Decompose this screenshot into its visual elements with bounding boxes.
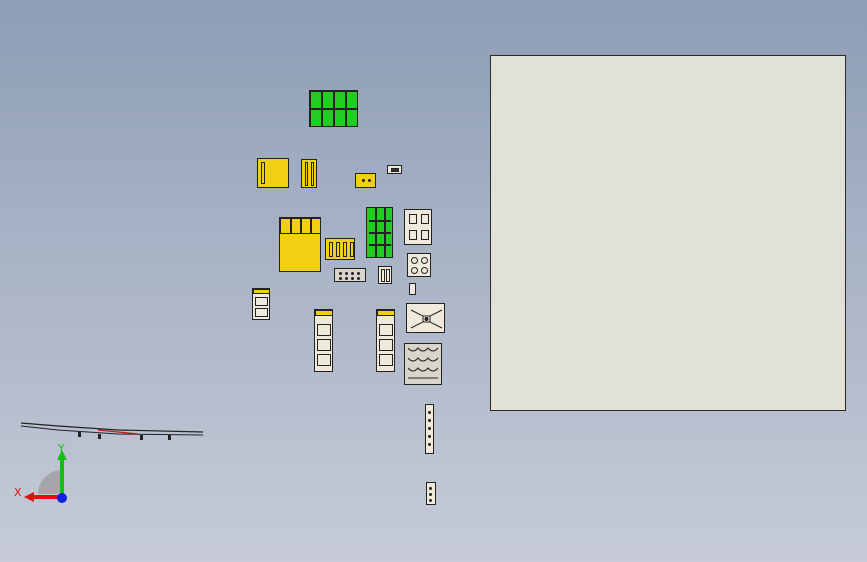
drawing-sheet[interactable] [490, 55, 846, 411]
yellow-slotted-block[interactable] [301, 159, 317, 188]
cross-plate[interactable] [406, 303, 445, 333]
cream-block-holes[interactable] [407, 253, 431, 277]
cream-column-left[interactable] [314, 309, 333, 372]
small-grid-part[interactable] [378, 266, 392, 284]
yellow-comb-part[interactable] [325, 238, 355, 260]
cream-block-left[interactable] [252, 288, 270, 320]
cream-block-upper[interactable] [404, 209, 432, 245]
triad-x-label: X [14, 486, 22, 499]
yellow-small-block[interactable] [355, 173, 376, 188]
perforated-strip[interactable] [334, 268, 366, 282]
yellow-large-block[interactable] [279, 217, 321, 272]
patterned-block[interactable] [404, 343, 442, 385]
vertical-terminal-strip[interactable] [425, 404, 434, 454]
cream-column-right[interactable] [376, 309, 395, 372]
green-bar-assembly[interactable] [366, 207, 393, 258]
small-chip-part[interactable] [387, 165, 402, 174]
patterned-block-detail [407, 347, 439, 379]
yellow-block-left[interactable] [257, 158, 289, 188]
long-profile-part[interactable] [18, 418, 208, 442]
small-terminal[interactable] [426, 482, 436, 505]
green-plate-top[interactable] [309, 90, 358, 127]
triad-y-label: Y [58, 442, 65, 455]
triad-graphic [24, 450, 67, 503]
coordinate-triad: Y X [14, 442, 74, 508]
tiny-connector[interactable] [409, 283, 416, 295]
cross-plate-outline [410, 309, 443, 329]
